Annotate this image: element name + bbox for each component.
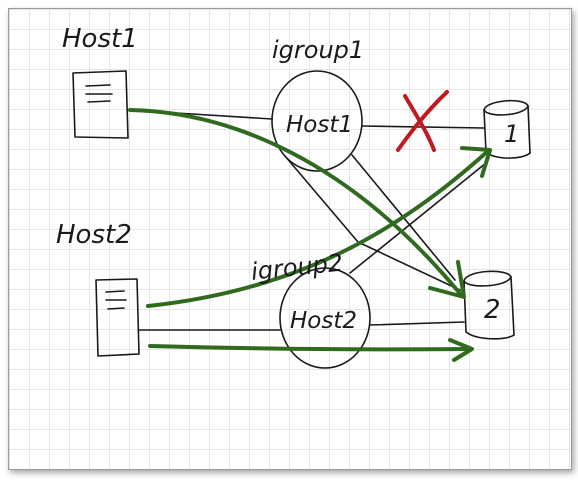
igroup1-title: igroup1 (272, 36, 364, 64)
host1-title: Host1 (62, 24, 138, 54)
lun1-disk-icon (483, 99, 531, 159)
host2-server-icon (95, 278, 140, 357)
path-host1-lun2-arrowhead (428, 260, 466, 299)
path-host1-lun2 (128, 108, 464, 298)
igroup1-circle (271, 70, 363, 172)
path-host2-lun1-arrowhead (460, 146, 492, 178)
lun2-disk-icon (463, 270, 515, 340)
igroup2-member-label: Host2 (290, 308, 357, 334)
line-igroup2-lun2 (369, 321, 465, 326)
igroup1-member-label: Host1 (286, 112, 353, 138)
path-host2-lun2-arrowhead (448, 338, 474, 362)
line-igroup2-lun1 (349, 162, 487, 274)
lun2-label: 2 (484, 295, 501, 325)
host1-server-icon (72, 70, 129, 139)
blocked-cross-mark-icon (396, 90, 449, 152)
host2-title: Host2 (56, 220, 132, 250)
lun1-label: 1 (504, 120, 519, 148)
path-host2-lun1 (146, 149, 490, 308)
igroup2-circle (279, 267, 371, 369)
igroup2-title: igroup2 (250, 248, 345, 285)
path-host2-lun2 (148, 344, 472, 352)
